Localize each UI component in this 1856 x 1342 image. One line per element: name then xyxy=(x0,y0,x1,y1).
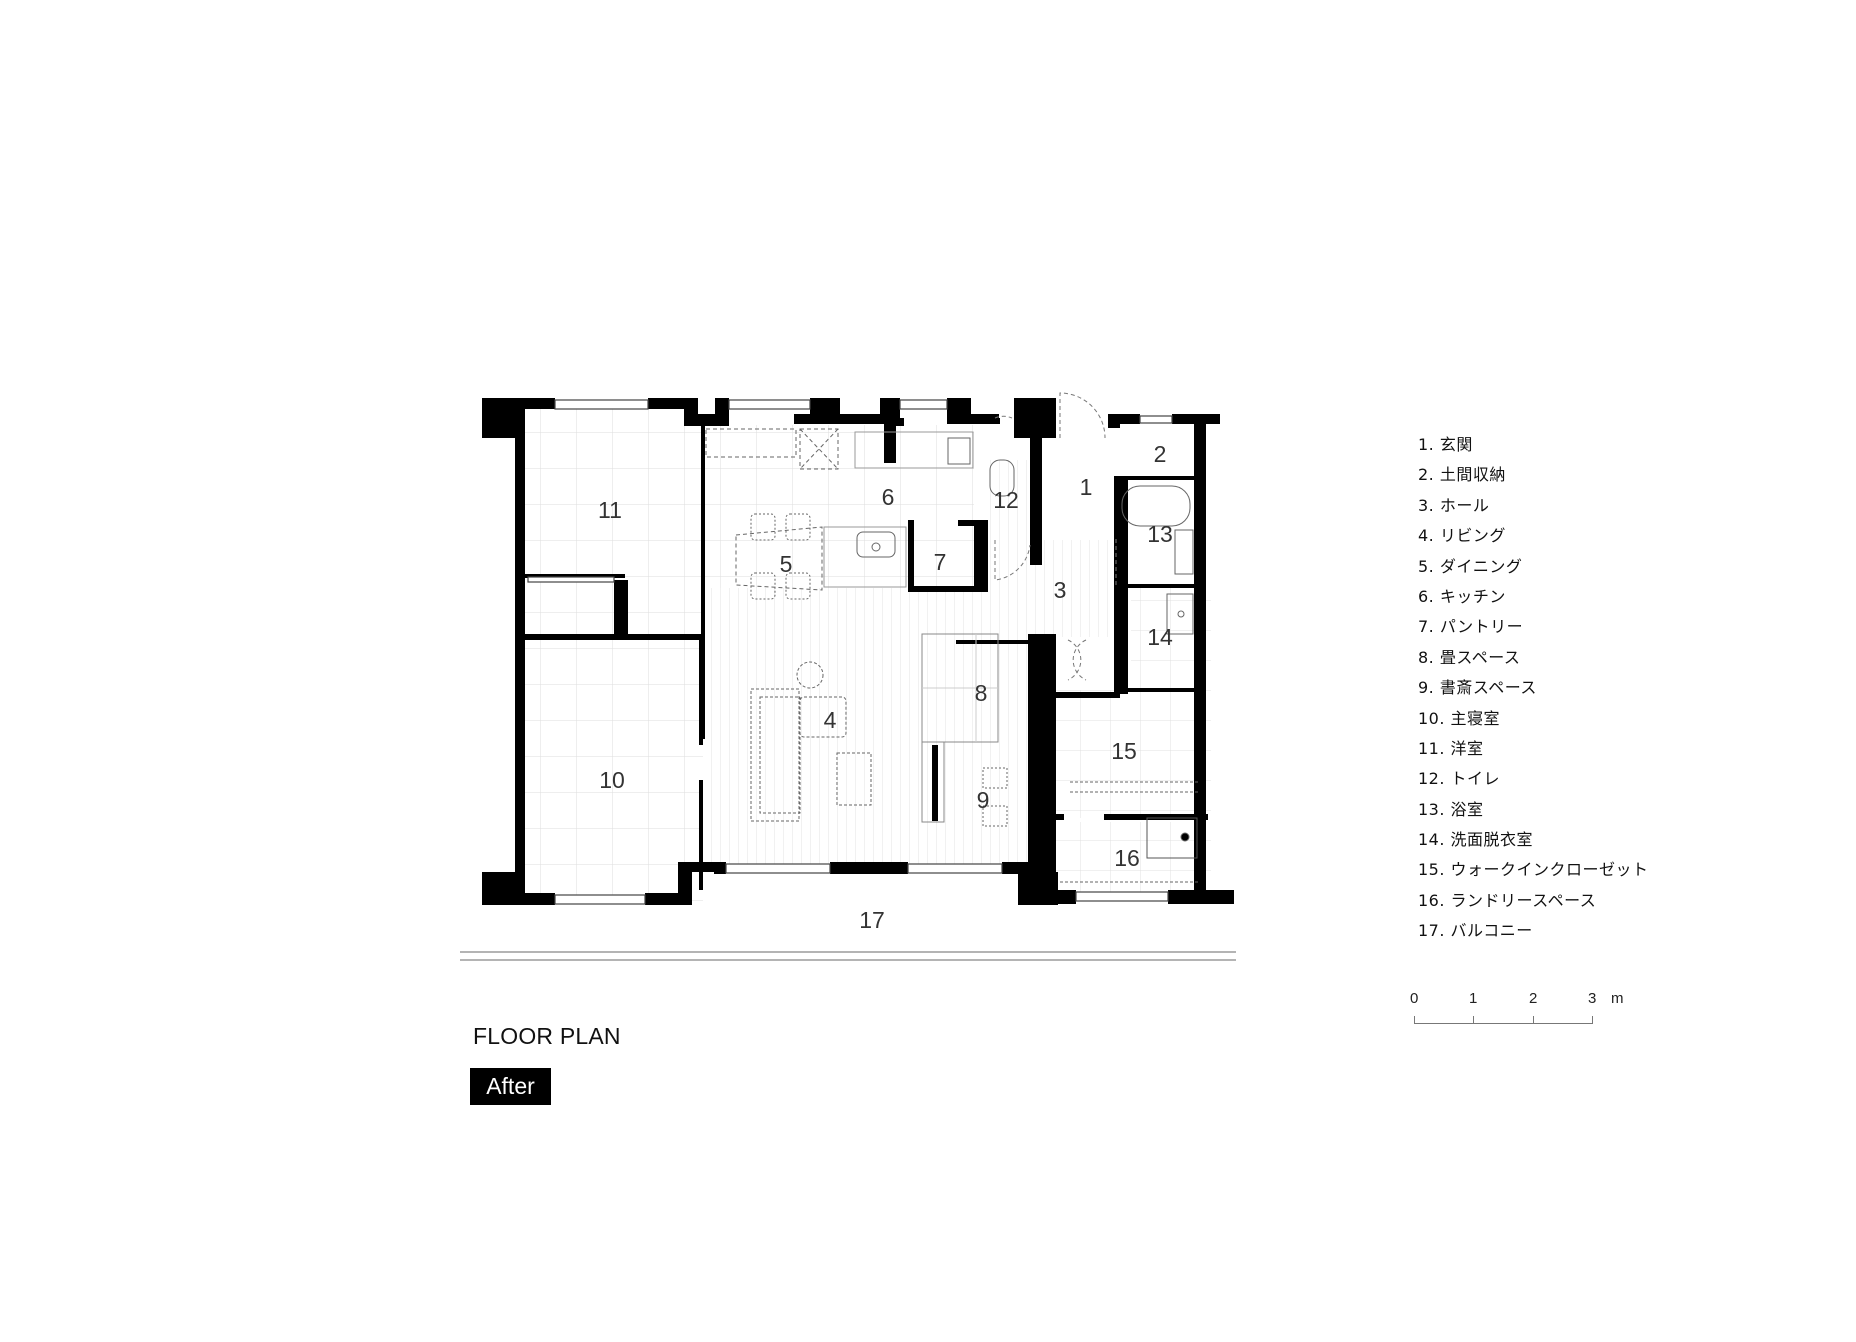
balcony-edge xyxy=(460,951,1236,961)
floor-finishes xyxy=(525,409,1211,903)
room-number-5: 5 xyxy=(780,551,793,577)
scale-tick xyxy=(1533,1016,1534,1024)
room-number-12: 12 xyxy=(993,487,1019,513)
scale-tick-label: 1 xyxy=(1469,990,1478,1007)
room-number-2: 2 xyxy=(1154,441,1167,467)
legend-item: 14. 洗面脱衣室 xyxy=(1418,830,1534,850)
fixtures xyxy=(705,428,1200,883)
scale-tick xyxy=(1592,1016,1593,1024)
room-number-1: 1 xyxy=(1080,474,1093,500)
scale-line xyxy=(1414,1023,1593,1024)
legend-item: 6. キッチン xyxy=(1418,586,1506,606)
legend-item: 15. ウォークインクローゼット xyxy=(1418,860,1649,880)
legend-item: 3. ホール xyxy=(1418,495,1490,515)
scale-tick-label: 2 xyxy=(1529,990,1538,1007)
legend-item: 16. ランドリースペース xyxy=(1418,890,1597,910)
legend-item: 2. 土間収納 xyxy=(1418,465,1506,485)
room-number-8: 8 xyxy=(975,680,988,706)
legend-item: 17. バルコニー xyxy=(1418,921,1533,941)
after-badge: After xyxy=(470,1068,551,1105)
legend-item: 9. 書斎スペース xyxy=(1418,678,1537,698)
room-number-6: 6 xyxy=(882,484,895,510)
legend-item: 1. 玄関 xyxy=(1418,435,1473,454)
legend-item: 13. 浴室 xyxy=(1418,799,1484,819)
room-number-3: 3 xyxy=(1054,577,1067,603)
doors xyxy=(994,392,1117,681)
room-legend: 1. 玄関 2. 土間収納 3. ホール 4. リビング 5. ダイニング 6.… xyxy=(1418,430,1649,947)
plan-title: FLOOR PLAN xyxy=(473,1023,621,1049)
legend-item: 7. パントリー xyxy=(1418,617,1524,637)
scale-bar: 0 1 2 3 m xyxy=(1410,990,1650,1040)
room-number-9: 9 xyxy=(977,787,990,813)
scale-tick xyxy=(1473,1016,1474,1024)
legend-item: 11. 洋室 xyxy=(1418,738,1484,758)
scale-tick-label: 3 xyxy=(1588,990,1597,1007)
room-number-17: 17 xyxy=(859,907,885,933)
scale-tick-label: 0 xyxy=(1410,990,1419,1007)
room-number-7: 7 xyxy=(934,549,947,575)
room-number-15: 15 xyxy=(1111,738,1137,764)
scale-unit: m xyxy=(1611,990,1624,1007)
room-number-13: 13 xyxy=(1147,521,1173,547)
legend-item: 5. ダイニング xyxy=(1418,556,1523,576)
legend-item: 8. 畳スペース xyxy=(1418,647,1521,667)
room-number-14: 14 xyxy=(1147,624,1173,650)
legend-item: 12. トイレ xyxy=(1418,769,1501,789)
room-number-10: 10 xyxy=(599,767,625,793)
room-number-11: 11 xyxy=(598,497,622,523)
legend-item: 10. 主寝室 xyxy=(1418,708,1501,728)
legend-item: 4. リビング xyxy=(1418,526,1506,546)
scale-tick xyxy=(1414,1016,1415,1024)
windows xyxy=(527,399,1173,905)
walls xyxy=(482,398,1234,905)
room-number-16: 16 xyxy=(1114,845,1140,871)
room-number-4: 4 xyxy=(824,707,837,733)
